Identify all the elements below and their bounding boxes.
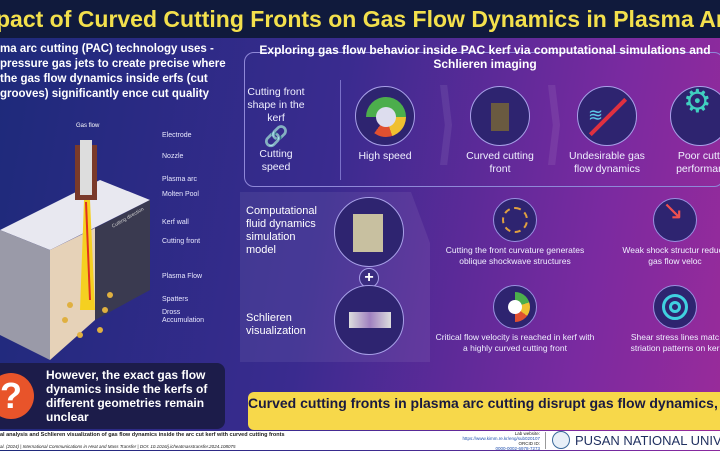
finding-text: Shear stress lines matc striation patter… <box>630 332 720 353</box>
orcid-label: ORCID ID: <box>518 441 540 446</box>
conclusion-banner: Curved cutting fronts in plasma arc cutt… <box>248 392 720 430</box>
citation: al. (2024) | International Communication… <box>0 444 236 449</box>
university-seal-logo <box>552 431 570 449</box>
page-title: pact of Curved Cutting Fronts on Gas Flo… <box>0 0 720 38</box>
gas-flow-label: Gas flow <box>76 123 100 129</box>
chevron-right-icon <box>548 85 560 165</box>
footer: al analysis and Schlieren visualization … <box>0 431 720 451</box>
orcid-value[interactable]: 0000-0002-6978-7273 <box>495 446 540 451</box>
lab-link[interactable]: https://www.kimm.re.kr/eng/sub020107 <box>462 436 540 441</box>
label-dross: Dross Accumulation <box>162 309 205 324</box>
question-text: However, the exact gas flow dynamics ins… <box>46 368 208 424</box>
speedometer-icon <box>355 86 415 146</box>
step-label: Undesirable gas flow dynamics <box>569 150 645 175</box>
question-box <box>0 363 225 429</box>
crossed-gear-icon: ⚙ <box>670 86 720 146</box>
cutting-speed-label: Cutting speed <box>259 148 293 173</box>
step-high-speed: High speed <box>345 86 425 163</box>
gauge-icon <box>493 285 537 329</box>
university-name: PUSAN NATIONAL UNIVER <box>575 433 720 448</box>
cfd-label: Computational fluid dynamics simulation … <box>246 205 317 256</box>
finding-weak-shock: ↘ Weak shock structur reduce gas flow vel… <box>620 198 720 267</box>
step-curved-front: Curved cutting front <box>455 86 545 176</box>
target-icon <box>653 285 697 329</box>
label-nozzle: Nozzle <box>162 153 184 160</box>
shockwave-icon <box>493 198 537 242</box>
schlieren-label: Schlieren visualization <box>246 312 306 337</box>
chain-link-icon: 🔗 <box>263 126 289 148</box>
label-cutting-front: Cutting front <box>162 238 201 245</box>
step-label: High speed <box>358 150 412 162</box>
label-plasma-arc: Plasma arc <box>162 176 198 183</box>
intro-text: ma arc cutting (PAC) technology uses -pr… <box>0 43 226 100</box>
plasma-cutting-diagram: Gas flow Cutting direction <box>0 120 160 360</box>
finding-critical-velocity: Critical flow velocity is reached in ker… <box>435 285 595 354</box>
question-mark-icon: ? <box>0 373 34 419</box>
paper-title: al analysis and Schlieren visualization … <box>0 432 285 438</box>
step-undesirable-flow: ≋ Undesirable gas flow dynamics <box>562 86 652 176</box>
finding-text: Critical flow velocity is reached in ker… <box>435 332 595 353</box>
label-spatters: Spatters <box>162 296 189 303</box>
finding-shear-stress: Shear stress lines matc striation patter… <box>620 285 720 354</box>
exploring-heading: Exploring gas flow behavior inside PAC k… <box>259 43 711 71</box>
lab-info: Lab website: https://www.kimm.re.kr/eng/… <box>380 431 540 451</box>
label-plasma-flow: Plasma Flow <box>162 273 203 280</box>
finding-shockwave: Cutting the front curvature generates ob… <box>435 198 595 267</box>
finding-text: Weak shock structur reduce gas flow velo… <box>622 245 720 266</box>
label-kerf-wall: Kerf wall <box>162 219 189 226</box>
finding-text: Cutting the front curvature generates ob… <box>445 245 585 266</box>
schlieren-icon <box>334 285 404 355</box>
downtrend-arrow-icon: ↘ <box>653 198 697 242</box>
step-label: Poor cutti performan <box>676 150 720 175</box>
cfd-model-icon <box>334 197 404 267</box>
lab-label: Lab website: <box>514 431 540 436</box>
chevron-right-icon <box>440 85 452 165</box>
torch-kerf-illustration <box>0 140 150 360</box>
label-molten-pool: Molten Pool <box>162 191 199 198</box>
label-electrode: Electrode <box>162 132 192 139</box>
divider <box>545 432 546 449</box>
step-cutting-front: Cutting front shape in the kerf 🔗 Cuttin… <box>246 86 306 174</box>
divider <box>340 80 341 180</box>
crossed-gas-flow-icon: ≋ <box>577 86 637 146</box>
step-poor-performance: ⚙ Poor cutti performan <box>660 86 720 176</box>
curved-front-icon <box>470 86 530 146</box>
process-box <box>244 52 720 187</box>
step-label: Curved cutting front <box>466 150 534 175</box>
cutting-front-label: Cutting front shape in the kerf <box>247 86 305 124</box>
